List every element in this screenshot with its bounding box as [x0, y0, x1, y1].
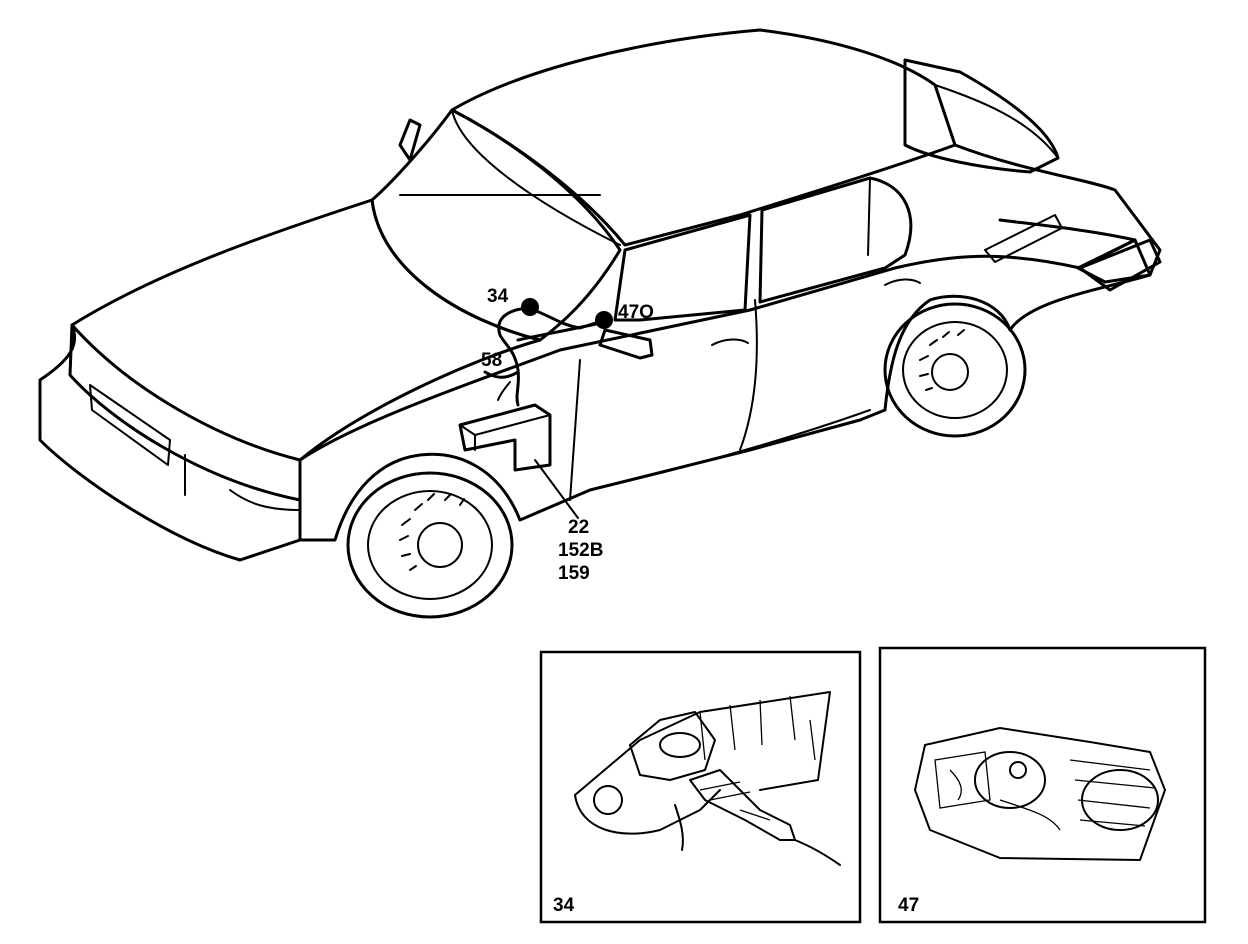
car-roof — [450, 28, 957, 247]
callout-58: 58 — [481, 350, 502, 371]
wire-58 — [483, 370, 520, 379]
car-rear-door-handle — [884, 278, 921, 286]
instrument-panel-connector-dot — [595, 311, 613, 329]
callout-47o: 47O — [618, 302, 654, 323]
car-rear-window — [903, 58, 1060, 174]
car-illustration — [38, 28, 1162, 619]
car-headlight — [89, 384, 171, 466]
car-body-side — [298, 238, 1152, 542]
car-front-door-handle — [711, 338, 749, 346]
car-front-window — [613, 213, 752, 322]
fuse-box — [458, 403, 552, 472]
callout-22: 22 — [568, 517, 589, 538]
car-front-door — [569, 359, 581, 501]
instrument-panel-frame — [914, 727, 1166, 861]
ignition-switch-connector-dot — [521, 298, 539, 316]
inset-label-34: 34 — [553, 895, 575, 916]
car-rear-bumper — [1078, 238, 1162, 292]
car-rear-door-window — [758, 176, 913, 304]
car-door-seam — [739, 299, 758, 451]
car-hood — [70, 198, 542, 462]
fuse-box-leader — [534, 459, 579, 519]
ignition-lock-housing — [629, 711, 716, 781]
inset-label-47: 47 — [898, 895, 919, 916]
wiring-harness — [497, 306, 530, 407]
inset-ignition-switch: 34 — [539, 650, 862, 924]
callout-34: 34 — [487, 286, 509, 307]
rear-wheel — [883, 302, 1027, 438]
callout-159: 159 — [558, 563, 590, 584]
callout-152b: 152B — [558, 540, 603, 561]
car-side-mirror — [598, 328, 654, 360]
inset-instrument-panel: 47 — [878, 646, 1207, 924]
car-front-bumper — [38, 323, 302, 562]
front-wheel — [346, 471, 514, 619]
